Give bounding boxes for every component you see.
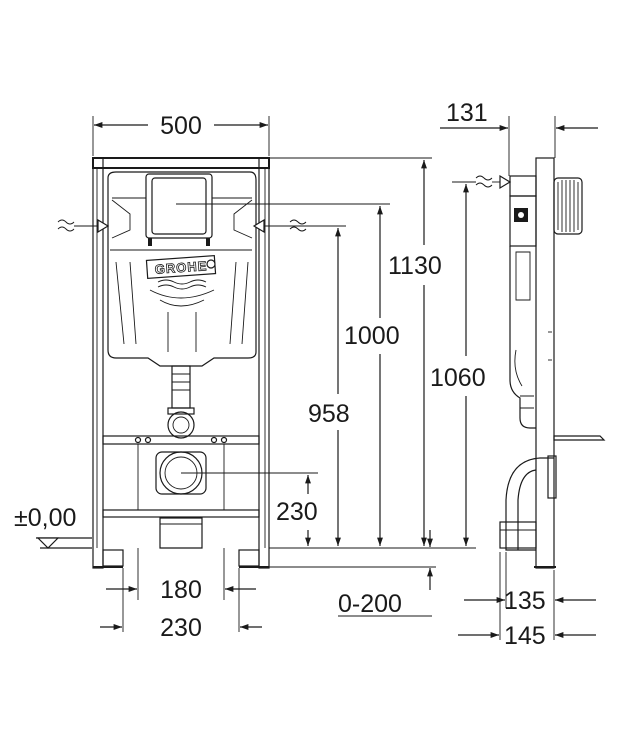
- dimension-adjust: 0-200: [338, 530, 433, 618]
- frame: [92, 157, 270, 569]
- drain-outlet: [155, 451, 207, 549]
- dimension-height-1000: 1000: [344, 206, 400, 546]
- depth-135-label: 135: [504, 587, 546, 615]
- floor-level-marker: ±0,00: [14, 504, 92, 549]
- dimension-height-230: 230: [276, 475, 318, 546]
- dimension-depth-131: 131: [440, 99, 598, 176]
- dimension-height-1060: 1060: [430, 184, 486, 546]
- water-inlet-left-icon: [57, 218, 110, 234]
- dimension-width: 500: [92, 112, 270, 156]
- spacing-inner-label: 180: [160, 576, 202, 604]
- floor-level-label: ±0,00: [14, 504, 76, 532]
- dimension-spacing: 180 230: [100, 548, 262, 642]
- side-frame: [499, 157, 606, 569]
- dimension-height-1130: 1130: [388, 160, 442, 546]
- depth-145-label: 145: [504, 622, 546, 650]
- spacing-outer-label: 230: [160, 614, 202, 642]
- height-inlet-label: 1000: [344, 322, 400, 350]
- height-outlet-label: 230: [276, 498, 318, 526]
- water-inlet-right-icon: [252, 218, 307, 234]
- cistern: GROHE: [107, 171, 257, 367]
- water-inlet-side-icon: [452, 174, 512, 190]
- flush-pipe: [167, 365, 195, 439]
- height-total-label: 1130: [388, 252, 442, 280]
- dimension-height-958: 958: [308, 228, 350, 546]
- side-height-label: 1060: [430, 364, 486, 392]
- adjust-label: 0-200: [338, 590, 402, 618]
- front-view: GROHE: [14, 112, 476, 642]
- width-label: 500: [160, 112, 202, 140]
- side-view: 131: [430, 99, 606, 650]
- height-flush-label: 958: [308, 400, 350, 428]
- brand-logo: GROHE: [154, 258, 208, 277]
- mounting-bolts: [134, 436, 228, 510]
- dimension-depth-bottom: 135 145: [458, 552, 596, 650]
- depth-top-label: 131: [446, 99, 488, 127]
